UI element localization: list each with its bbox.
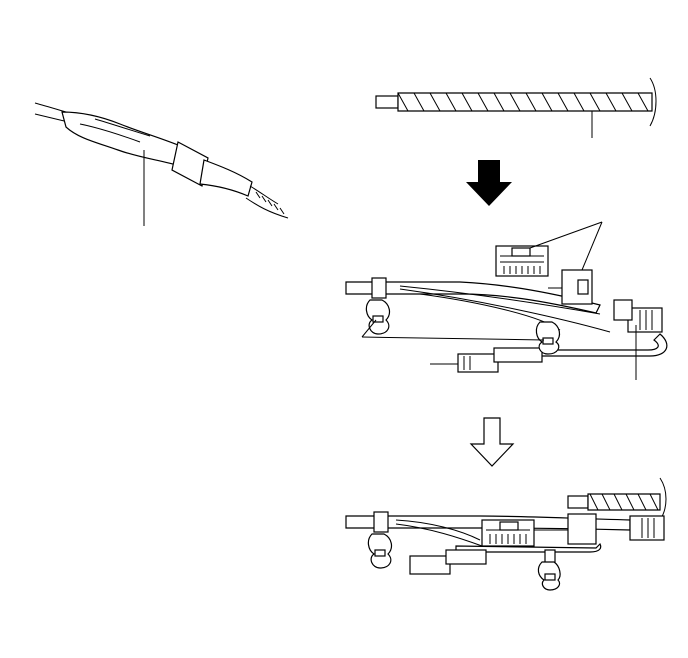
taped-harness: [34, 102, 289, 226]
clip-left: [365, 299, 391, 335]
clip-right: [535, 321, 561, 355]
harness-after: [345, 477, 667, 591]
outline-down-arrow-icon: [469, 417, 515, 467]
harness-before: [345, 221, 668, 380]
twisted-cable: [375, 77, 657, 138]
solid-down-arrow-icon: [466, 160, 512, 206]
